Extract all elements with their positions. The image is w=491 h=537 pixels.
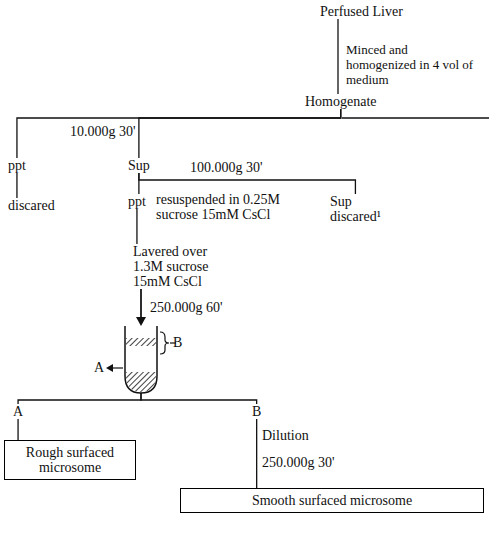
annotation: A — [94, 360, 104, 375]
arrow-head — [136, 317, 146, 326]
step-text: B — [252, 404, 261, 419]
connector-line — [17, 109, 341, 158]
tube-mouth — [125, 318, 157, 326]
connector — [16, 173, 17, 198]
step-text: A — [13, 404, 23, 419]
connector-line — [136, 209, 137, 244]
node-text: Rough surfaced microsome — [11, 445, 129, 475]
node-text: Sup — [128, 158, 150, 173]
node-text: Smooth surfaced microsome — [187, 493, 477, 508]
step-text: discared — [8, 198, 55, 213]
smooth-band — [126, 338, 156, 346]
step-text: Perfused Liver — [320, 4, 403, 19]
label-text: 100.000g 30' — [190, 160, 263, 175]
connector-line — [337, 19, 338, 94]
node-text: A — [13, 404, 23, 419]
connector — [136, 209, 137, 244]
label-text: Minced and homogenized in 4 vol of mediu… — [346, 42, 478, 87]
annotation: 250.000g 60' — [150, 300, 223, 315]
step-text: ppt — [8, 158, 26, 173]
process-box: Rough surfaced microsome — [4, 440, 136, 480]
label-text: 250.000g 30' — [262, 455, 335, 470]
connector-line — [141, 289, 257, 404]
centrifuge-tube — [125, 326, 157, 393]
bracket — [160, 332, 169, 354]
step-text: Lavered over 1.3M sucrose 15mM CsCl — [133, 244, 228, 289]
connector — [17, 109, 341, 158]
branch-line — [342, 117, 489, 118]
annotation: 100.000g 30' — [190, 160, 263, 175]
connector — [256, 419, 257, 488]
node-text: Lavered over 1.3M sucrose 15mM CsCl — [133, 244, 228, 289]
connector — [18, 419, 19, 440]
node-text: ppt — [8, 158, 26, 173]
step-text: Sup — [128, 158, 150, 173]
label-text: A — [94, 360, 104, 375]
annotation: Dilution — [262, 428, 309, 443]
pointer-head — [106, 364, 113, 372]
node-text: B — [252, 404, 261, 419]
annotation: resuspended in 0.25M sucrose 15mM CsCl — [156, 192, 286, 222]
label-text: resuspended in 0.25M sucrose 15mM CsCl — [156, 192, 286, 222]
connector — [139, 173, 356, 194]
connector — [141, 289, 257, 404]
step-text: ppt — [128, 194, 146, 209]
node-text: discared — [8, 198, 55, 213]
annotation: Minced and homogenized in 4 vol of mediu… — [346, 42, 478, 87]
connector — [18, 289, 141, 404]
node-text: Homogenate — [305, 94, 377, 109]
connector-line — [18, 289, 141, 404]
connector-line — [139, 173, 356, 194]
connector-line — [139, 109, 341, 158]
annotation: B — [173, 335, 182, 350]
node-text: Perfused Liver — [320, 4, 403, 19]
connector — [338, 19, 339, 94]
annotation: 10.000g 30' — [70, 124, 136, 139]
node-text: Sup discared¹ — [330, 194, 381, 224]
connector — [139, 109, 341, 158]
label-text: Dilution — [262, 428, 309, 443]
connector-line — [16, 173, 17, 198]
node-text: ppt — [128, 194, 146, 209]
label-text: B — [173, 335, 182, 350]
connector-line — [256, 419, 257, 488]
process-box: Smooth surfaced microsome — [180, 488, 484, 513]
connector-line — [17, 419, 18, 440]
step-text: Homogenate — [305, 94, 377, 109]
rough-pellet — [126, 372, 156, 392]
annotation: 250.000g 30' — [262, 455, 335, 470]
label-text: 10.000g 30' — [70, 124, 136, 139]
label-text: 250.000g 60' — [150, 300, 223, 315]
step-text: Sup discared¹ — [330, 194, 381, 224]
